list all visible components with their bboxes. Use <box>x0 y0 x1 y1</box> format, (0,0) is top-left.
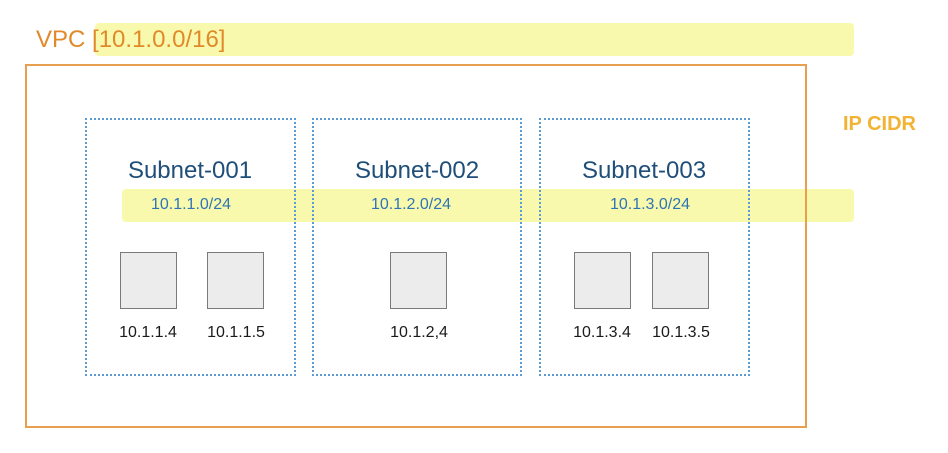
subnet-name: Subnet-001 <box>127 157 253 184</box>
vpc-title: VPC [10.1.0.0/16] <box>36 26 225 54</box>
subnet-cidr: 10.1.2.0/24 <box>370 196 452 213</box>
subnet-001-box <box>85 118 296 376</box>
subnet-cidr: 10.1.3.0/24 <box>609 196 691 213</box>
instance-ip: 10.1.1.4 <box>119 324 177 341</box>
vpc-container <box>25 64 807 428</box>
subnet-name: Subnet-002 <box>354 157 480 184</box>
subnet-cidr: 10.1.1.0/24 <box>150 196 232 213</box>
subnet-cidr-highlight <box>122 189 854 222</box>
instance-ip: 10.1.3.5 <box>652 324 710 341</box>
instance-ip: 10.1.3.4 <box>573 324 631 341</box>
vpc-cidr-highlight <box>95 23 854 56</box>
subnet-name: Subnet-003 <box>581 157 707 184</box>
instance-icon <box>207 252 264 309</box>
instance-icon <box>652 252 709 309</box>
ip-cidr-label: IP CIDR <box>843 113 916 135</box>
subnet-002-box <box>312 118 522 376</box>
subnet-003-box <box>539 118 750 376</box>
instance-ip: 10.1.2,4 <box>390 324 448 341</box>
instance-icon <box>120 252 177 309</box>
instance-icon <box>574 252 631 309</box>
vpc-label: VPC <box>36 26 86 53</box>
instance-ip: 10.1.1.5 <box>207 324 265 341</box>
instance-icon <box>390 252 447 309</box>
vpc-cidr: [10.1.0.0/16] <box>92 26 226 53</box>
